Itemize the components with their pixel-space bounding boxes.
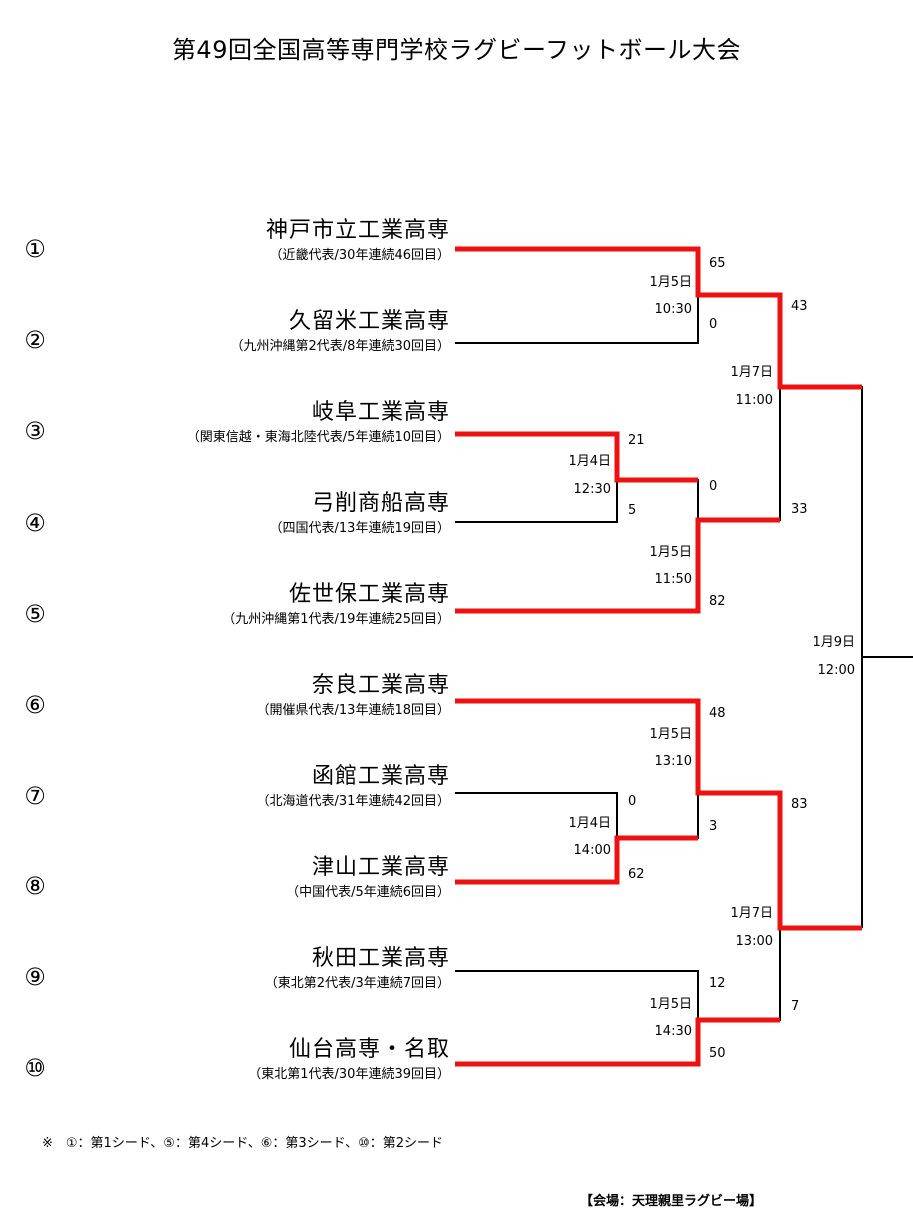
score: 50	[709, 1046, 726, 1061]
team-name: 弓削商船高専	[311, 491, 450, 516]
match-time: 12:30	[573, 482, 611, 497]
match-time: 11:00	[735, 393, 773, 408]
team-name: 函館工業高専	[311, 764, 450, 789]
team-entry: 岐阜工業高専 （関東信越・東海北陸代表/5年連続10回目）	[187, 398, 450, 448]
team-qualification: （関東信越・東海北陸代表/5年連続10回目）	[186, 430, 450, 445]
team-name: 神戸市立工業高専	[265, 218, 450, 243]
match-time: 14:00	[573, 843, 611, 858]
page-title: 第49回全国高等専門学校ラグビーフットボール大会	[171, 36, 742, 64]
team-name: 仙台高専・名取	[288, 1037, 450, 1062]
seed-number: ④	[24, 509, 46, 537]
team-entry: 函館工業高専 （北海道代表/31年連続42回目）	[257, 762, 450, 812]
winner-path	[455, 835, 698, 885]
seed-number: ⑩	[24, 1054, 46, 1082]
team-qualification: （近畿代表/30年連続46回目）	[269, 248, 450, 263]
match-date: 1月4日	[568, 454, 611, 469]
bracket-lines-loser	[455, 295, 913, 1021]
score: 82	[709, 594, 726, 609]
score: 0	[709, 317, 718, 332]
team-entry: 奈良工業高専 （開催県代表/13年連続18回目）	[257, 671, 450, 721]
seed-number: ⑧	[24, 872, 46, 900]
match-time: 13:00	[735, 934, 773, 949]
score: 33	[791, 502, 808, 517]
team-qualification: （四国代表/13年連続19回目）	[269, 521, 450, 536]
match-date: 1月5日	[649, 545, 692, 560]
seed-number: ⑨	[24, 963, 46, 991]
team-entry: 神戸市立工業高専 （近畿代表/30年連続46回目）	[266, 216, 450, 266]
seed-number: ①	[24, 235, 46, 263]
match-time: 13:10	[654, 754, 692, 769]
venue-label: 【会場：天理親里ラグビー場】	[580, 1194, 763, 1209]
match-date: 1月7日	[730, 906, 773, 921]
score: 0	[628, 794, 637, 809]
team-name: 秋田工業高専	[311, 946, 450, 971]
team-entry: 弓削商船高専 （四国代表/13年連続19回目）	[270, 489, 450, 539]
team-qualification: （中国代表/5年連続6回目）	[286, 885, 450, 900]
bracket-lines-winner	[455, 246, 862, 1067]
team-qualification: （東北第1代表/30年連続39回目）	[248, 1067, 450, 1082]
seed-number: ⑦	[24, 782, 46, 810]
seed-note: ※ ①：第1シード、⑤：第4シード、⑥：第3シード、⑩：第2シード	[42, 1136, 444, 1151]
score: 7	[791, 999, 800, 1014]
match-date: 1月5日	[649, 727, 692, 742]
seed-number: ⑥	[24, 691, 46, 719]
bracket-line	[780, 386, 863, 928]
match-date: 1月4日	[568, 816, 611, 831]
bracket-line	[455, 295, 699, 344]
winner-path	[455, 431, 698, 483]
score: 48	[709, 706, 726, 721]
score: 21	[628, 433, 645, 448]
team-entry: 佐世保工業高専 （九州沖縄第1代表/19年連続25回目）	[222, 580, 450, 630]
team-entry: 津山工業高専 （中国代表/5年連続6回目）	[286, 853, 450, 903]
match-time: 14:30	[654, 1024, 692, 1039]
seed-number: ③	[24, 417, 46, 445]
team-name: 久留米工業高専	[288, 309, 450, 334]
team-name: 岐阜工業高専	[311, 400, 450, 425]
team-entry: 仙台高専・名取 （東北第1代表/30年連続39回目）	[248, 1035, 450, 1085]
team-name: 津山工業高専	[311, 855, 450, 880]
team-qualification: （九州沖縄第2代表/8年連続30回目）	[230, 339, 450, 354]
score: 0	[709, 479, 718, 494]
team-qualification: （東北第2代表/3年連続7回目）	[264, 976, 450, 991]
score: 65	[709, 256, 726, 271]
match-time: 10:30	[654, 302, 692, 317]
team-name: 佐世保工業高専	[288, 582, 450, 607]
bracket-line	[455, 792, 618, 838]
team-qualification: （九州沖縄第1代表/19年連続25回目）	[222, 612, 450, 627]
bracket-line	[455, 480, 618, 523]
winner-path	[455, 698, 862, 931]
seed-number: ⑤	[24, 600, 46, 628]
match-time: 12:00	[817, 663, 855, 678]
match-date: 1月9日	[812, 635, 855, 650]
team-entry: 秋田工業高専 （東北第2代表/3年連続7回目）	[265, 944, 450, 994]
match-date: 1月5日	[649, 997, 692, 1012]
winner-path	[455, 246, 862, 390]
bracket-line	[455, 970, 699, 1020]
match-date: 1月7日	[730, 365, 773, 380]
winner-path	[455, 517, 780, 614]
team-name: 奈良工業高専	[311, 673, 450, 698]
score: 12	[709, 976, 726, 991]
score: 5	[628, 503, 637, 518]
score: 83	[791, 797, 808, 812]
score: 3	[709, 819, 718, 834]
team-entry: 久留米工業高専 （九州沖縄第2代表/8年連続30回目）	[231, 307, 450, 357]
score: 62	[628, 867, 645, 882]
match-date: 1月5日	[649, 275, 692, 290]
winner-path	[455, 1017, 780, 1067]
team-qualification: （開催県代表/13年連続18回目）	[256, 703, 450, 718]
score: 43	[791, 299, 808, 314]
team-qualification: （北海道代表/31年連続42回目）	[256, 794, 450, 809]
match-time: 11:50	[654, 572, 692, 587]
seed-number: ②	[24, 326, 46, 354]
